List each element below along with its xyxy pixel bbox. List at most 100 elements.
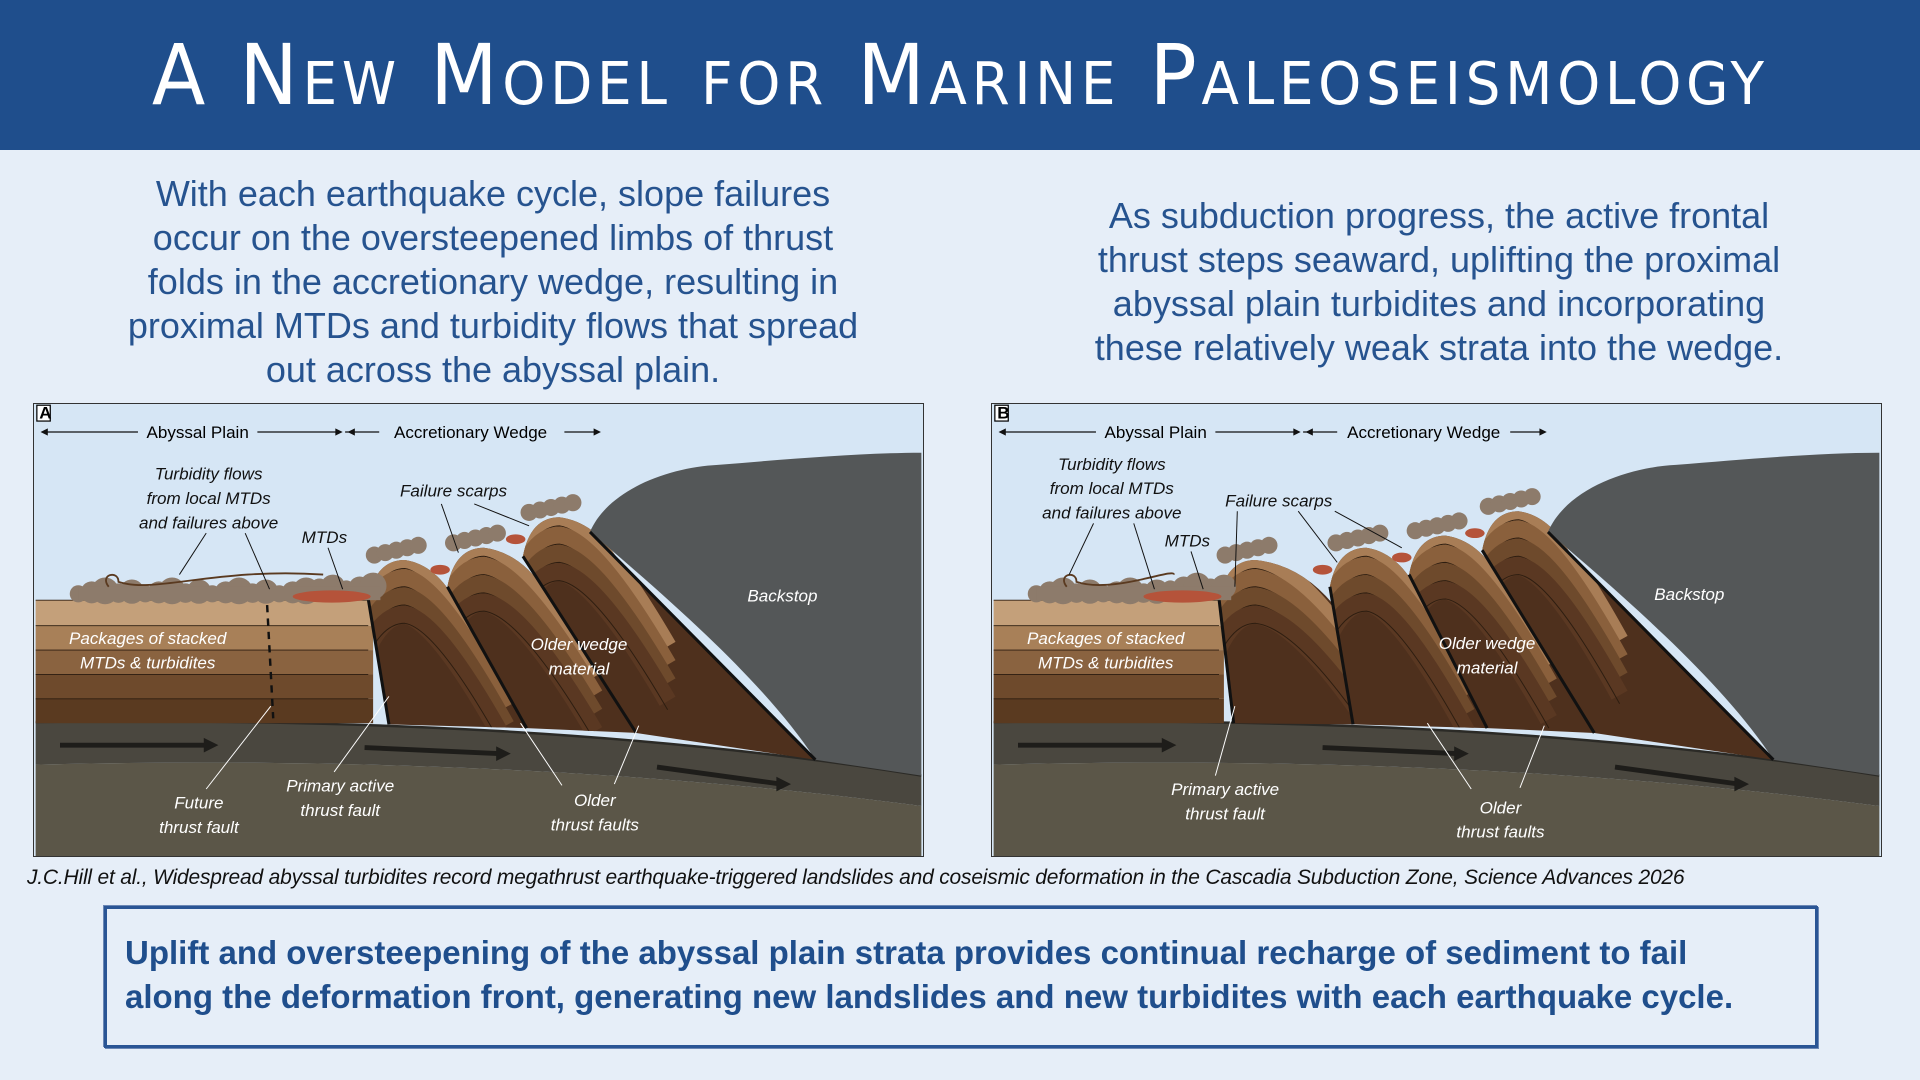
text-line: proximal MTDs and turbidity flows that s… (127, 305, 859, 346)
left-description: With each earthquake cycle, slope failur… (93, 172, 893, 392)
accretionary-wedge-label: Accretionary Wedge (1347, 423, 1500, 442)
turbidity-label: Turbidity flows (155, 465, 263, 484)
turbidity-label: Turbidity flows (1058, 455, 1166, 474)
diagram-panel-b: B Abyssal Plain Accretionary Wedge Turbi… (991, 403, 1882, 857)
failure-scarps-label: Failure scarps (1225, 491, 1333, 510)
leader-lines (1068, 510, 1403, 590)
plate-motion-arrow (364, 745, 502, 757)
fold-band (1329, 556, 1475, 700)
stratum-layer (35, 600, 374, 626)
turbidity-label: from local MTDs (147, 489, 272, 508)
panel-letter-box (36, 404, 51, 422)
primary-fault-label: thrust fault (300, 801, 381, 820)
mtd-deposit (1312, 564, 1333, 575)
cloud-puff (564, 494, 582, 512)
stratum-layer (35, 650, 374, 675)
conclusion-line: along the deformation front, generating … (125, 978, 1734, 1015)
stratum-layer (993, 698, 1224, 724)
packages-label: Packages of stacked (1027, 629, 1185, 648)
cross-section-a: A Abyssal Plain Accretionary Wedge Turbi… (35, 404, 922, 856)
abyssal-plain-label: Abyssal Plain (1105, 423, 1207, 442)
citation: J.C.Hill et al., Widespread abyssal turb… (27, 866, 1685, 889)
packages-label: Packages of stacked (69, 629, 227, 648)
primary-thrust-fault (1217, 598, 1236, 724)
backstop-label: Backstop (747, 586, 817, 605)
cloud-puff (1523, 488, 1541, 506)
older-faults-label: thrust faults (551, 815, 640, 834)
mtd-deposit (1465, 528, 1485, 539)
stratum-layer (993, 650, 1224, 675)
mtds-label: MTDs (302, 528, 348, 547)
text-line: As subduction progress, the active front… (1108, 195, 1770, 236)
cross-section-b: B Abyssal Plain Accretionary Wedge Turbi… (993, 404, 1880, 856)
arrowheads (998, 428, 1547, 436)
plate-motion-arrowhead (776, 776, 792, 792)
packages-label: MTDs & turbidites (80, 653, 216, 672)
older-wedge-label: material (549, 659, 611, 678)
mtd-deposit (1143, 590, 1222, 603)
subducting-slab (35, 721, 922, 807)
text-line: With each earthquake cycle, slope failur… (155, 173, 831, 214)
stratum-layer (35, 674, 374, 699)
mtd-deposit (430, 564, 450, 575)
flow-swirl (1063, 572, 1175, 588)
backstop-label: Backstop (1654, 585, 1724, 604)
plate-motion-arrowhead (1734, 776, 1750, 792)
mtd-deposit (1392, 552, 1412, 563)
older-wedge-label: material (1457, 658, 1519, 677)
primary-thrust-fault (366, 598, 391, 725)
lower-oceanic-crust (35, 762, 922, 856)
primary-fault-label: thrust fault (1185, 804, 1266, 823)
text-line: these relatively weak strata into the we… (1094, 327, 1784, 368)
stratum-layer (35, 625, 374, 651)
older-thrust-fault (1407, 573, 1489, 729)
page-title: A New Model for Marine Paleoseismology (151, 26, 1769, 124)
cloud-puff (1260, 536, 1278, 554)
leader-lines-white (1214, 706, 1545, 790)
stratum-layer (993, 625, 1224, 651)
panel-letter: B (997, 404, 1009, 423)
leader-lines-white (205, 696, 640, 790)
stratum-layer (35, 698, 374, 724)
packages-label: MTDs & turbidites (1038, 653, 1174, 672)
panel-letter: A (39, 404, 51, 423)
text-line: occur on the oversteepened limbs of thru… (152, 217, 834, 258)
stratum-layer (993, 600, 1224, 626)
conclusion-line: Uplift and oversteepening of the abyssal… (125, 934, 1688, 971)
plate-motion-arrowhead (1161, 737, 1177, 753)
leader-lines (178, 503, 530, 590)
backstop (1547, 452, 1880, 776)
turbidity-label: from local MTDs (1050, 479, 1175, 498)
older-faults-label: thrust faults (1456, 823, 1545, 842)
conclusion-box: Uplift and oversteepening of the abyssal… (104, 906, 1818, 1048)
primary-fault-label: Primary active (1171, 780, 1279, 799)
older-thrust-fault (521, 555, 638, 734)
text-line: out across the abyssal plain. (265, 349, 721, 390)
older-thrust-fault (588, 530, 817, 761)
future-fault-label: thrust fault (159, 818, 240, 837)
right-description: As subduction progress, the active front… (1039, 194, 1839, 370)
future-thrust-fault (265, 604, 275, 719)
plate-motion-arrowhead (203, 737, 219, 753)
fold-band (368, 569, 514, 712)
stratum-layer (993, 674, 1224, 699)
accretionary-wedge-label: Accretionary Wedge (394, 423, 547, 442)
older-faults-label: Older (1480, 798, 1523, 817)
flow-swirl (105, 572, 324, 588)
mtd-deposit (292, 590, 371, 603)
lower-oceanic-crust (993, 762, 1880, 856)
older-wedge-label: Older wedge (531, 635, 628, 654)
text-line: thrust steps seaward, uplifting the prox… (1097, 239, 1781, 280)
turbidity-cloud (69, 494, 582, 605)
backstop (589, 452, 922, 776)
older-thrust-fault (1480, 549, 1596, 734)
older-thrust-fault (1546, 530, 1775, 761)
cloud-puff (1371, 524, 1389, 542)
cloud-puff (409, 536, 427, 554)
mtd-deposit (505, 534, 526, 545)
panel-letter-box (994, 404, 1009, 422)
text-line: folds in the accretionary wedge, resulti… (147, 261, 839, 302)
plate-motion-arrow (1614, 764, 1740, 787)
primary-fault-label: Primary active (286, 776, 394, 795)
plate-motion-arrow (1322, 745, 1460, 757)
